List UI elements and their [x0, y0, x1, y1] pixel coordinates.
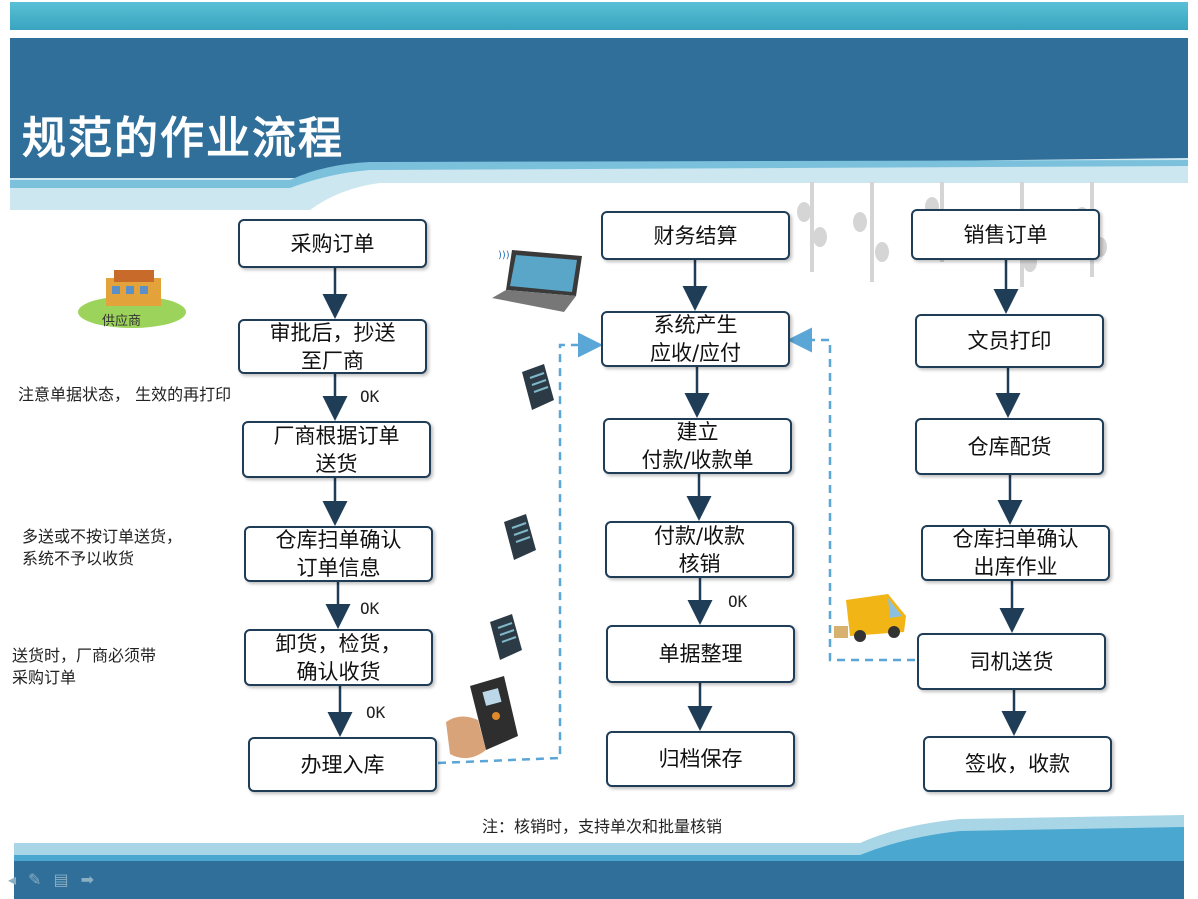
supplier-delivery-box: 厂商根据订单 送货	[242, 421, 431, 478]
create-payment-receipt-box: 建立 付款/收款单	[603, 418, 792, 474]
system-receivable-payable-box: 系统产生 应收/应付	[601, 311, 790, 367]
purchase-order-box: 采购订单	[238, 219, 427, 268]
slide-footer-controls: ◂ ✎ ▤ ➡	[8, 870, 94, 889]
document-icon-1	[522, 364, 554, 410]
approval-cc-supplier-box: 审批后，抄送 至厂商	[238, 319, 427, 374]
ok-label: OK	[728, 592, 748, 611]
sign-collect-box: 签收，收款	[923, 736, 1112, 792]
stock-in-box: 办理入库	[248, 737, 437, 792]
top-strip	[10, 2, 1188, 30]
page-title: 规范的作业流程	[22, 113, 344, 164]
status-note: 注意单据状态， 生效的再打印	[18, 385, 232, 404]
bottom-band	[14, 815, 1184, 899]
bottom-writeoff-note: 注：核销时，支持单次和批量核销	[482, 817, 723, 836]
over-delivery-note: 多送或不按订单送货， 系统不予以收货	[22, 527, 183, 568]
supplier-building-icon	[78, 270, 186, 328]
archive-box: 归档保存	[606, 731, 795, 787]
ok-label: OK	[366, 703, 386, 722]
title-banner	[10, 38, 1188, 210]
sales-order-box: 销售订单	[911, 209, 1100, 260]
unload-inspect-receive-box: 卸货，检货， 确认收货	[244, 629, 433, 686]
delivery-truck-icon	[834, 594, 906, 642]
pen-icon[interactable]: ✎	[28, 870, 42, 889]
svg-text:))): )))	[498, 250, 510, 261]
warehouse-scan-outbound-box: 仓库扫单确认 出库作业	[921, 525, 1110, 581]
warehouse-scan-confirm-order-box: 仓库扫单确认 订单信息	[244, 526, 433, 582]
arrow-right-icon[interactable]: ➡	[80, 870, 94, 889]
bring-order-note: 送货时，厂商必须带 采购订单	[12, 646, 157, 687]
document-organize-box: 单据整理	[606, 625, 795, 683]
barcode-scanner-icon	[446, 676, 518, 759]
warehouse-picking-box: 仓库配货	[915, 418, 1104, 475]
finance-settlement-box: 财务结算	[601, 211, 790, 260]
payment-writeoff-box: 付款/收款 核销	[605, 521, 794, 578]
driver-delivery-box: 司机送货	[917, 633, 1106, 690]
ok-label: OK	[360, 387, 380, 406]
clerk-print-box: 文员打印	[915, 314, 1104, 368]
ok-label: OK	[360, 599, 380, 618]
arrow-left-icon[interactable]: ◂	[8, 870, 17, 889]
laptop-icon: )))	[492, 250, 582, 312]
supplier-label: 供应商	[102, 314, 142, 329]
document-icon-2	[504, 514, 536, 560]
menu-icon[interactable]: ▤	[53, 870, 69, 889]
document-icon-3	[490, 614, 522, 660]
